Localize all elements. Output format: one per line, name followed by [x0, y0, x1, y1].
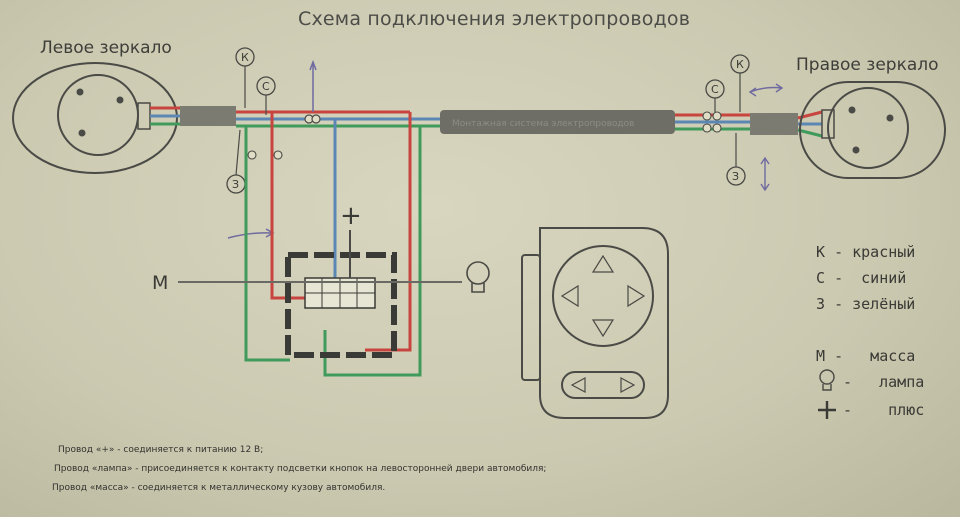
legend-lamp-icon	[819, 369, 835, 391]
green-wire-drop	[244, 126, 290, 362]
right-mirror-label: Правое зеркало	[796, 55, 939, 75]
select-right-icon	[620, 376, 636, 394]
legend-lamp: - лампа	[843, 373, 925, 391]
left-mirror-screw	[116, 96, 124, 104]
arrow-vertical-icon	[760, 156, 770, 192]
legend-red: К - красный	[816, 243, 916, 261]
left-mirror-screw	[78, 129, 86, 137]
right-mirror	[799, 81, 946, 179]
diagram-title: Схема подключения электропроводов	[298, 8, 691, 30]
mirror-control-panel	[521, 227, 669, 419]
left-mirror-housing	[12, 62, 178, 174]
control-panel-body	[539, 227, 669, 419]
mirror-select-switch	[561, 371, 645, 399]
red-wire-right-drop	[365, 112, 412, 352]
green-wire-right-drop	[323, 126, 422, 377]
svg-text:К: К	[241, 51, 249, 64]
legend-plus-icon	[818, 401, 836, 419]
wire-tag-green-left: З	[226, 129, 246, 194]
cable-tube-text: Монтажная система электропроводов	[452, 119, 634, 129]
left-mirror-label: Левое зеркало	[40, 38, 172, 58]
left-cable-sleeve	[180, 106, 236, 126]
arrow-right-icon	[227, 228, 275, 239]
arrow-up-button-icon	[591, 254, 615, 273]
svg-text:К: К	[736, 58, 744, 71]
legend-plus: - плюс	[843, 401, 925, 419]
arrow-right-button-icon	[627, 284, 646, 308]
arrow-horizontal-icon	[748, 83, 784, 97]
direction-pad	[552, 245, 654, 347]
right-mirror-housing	[799, 81, 946, 179]
wire-tag-red-right: К	[730, 54, 750, 112]
note-ground: Провод «масса» - соединяется к металличе…	[52, 483, 386, 493]
note-plus: Провод «+» - соединяется к питанию 12 В;	[58, 445, 264, 455]
legend-ground: М - масса	[816, 347, 916, 365]
plus-symbol: +	[340, 201, 362, 231]
right-cable-sleeve	[750, 113, 798, 135]
arrow-down-button-icon	[591, 319, 615, 338]
left-mirror	[12, 62, 178, 174]
svg-text:З: З	[232, 178, 239, 191]
lamp-icon	[466, 261, 490, 293]
ground-label: М	[152, 272, 168, 294]
wire-tag-green-right: З	[726, 133, 746, 186]
main-cable-tube	[440, 110, 675, 134]
wire-tag-blue-left: С	[256, 76, 276, 115]
wire-tag-blue-right: С	[705, 79, 725, 112]
note-lamp: Провод «лампа» - присоединяется к контак…	[54, 464, 547, 474]
left-mirror-motor	[57, 74, 139, 156]
switch-block	[285, 252, 397, 358]
svg-text:С: С	[262, 80, 270, 93]
red-wire-drop	[270, 112, 310, 300]
switch-housing	[285, 252, 397, 358]
select-left-icon	[570, 376, 586, 394]
svg-text:З: З	[732, 170, 739, 183]
left-mirror-screw	[76, 88, 84, 96]
wire-tag-red-left: К	[235, 47, 255, 108]
arrow-up-icon	[309, 59, 317, 112]
control-panel-clip	[521, 254, 541, 381]
legend-blue: С - синий	[816, 269, 907, 287]
arrow-left-button-icon	[560, 284, 579, 308]
left-mirror-plug	[137, 102, 151, 130]
legend-green: З - зелёный	[816, 295, 916, 313]
svg-text:С: С	[711, 83, 719, 96]
right-mirror-motor	[827, 87, 909, 169]
